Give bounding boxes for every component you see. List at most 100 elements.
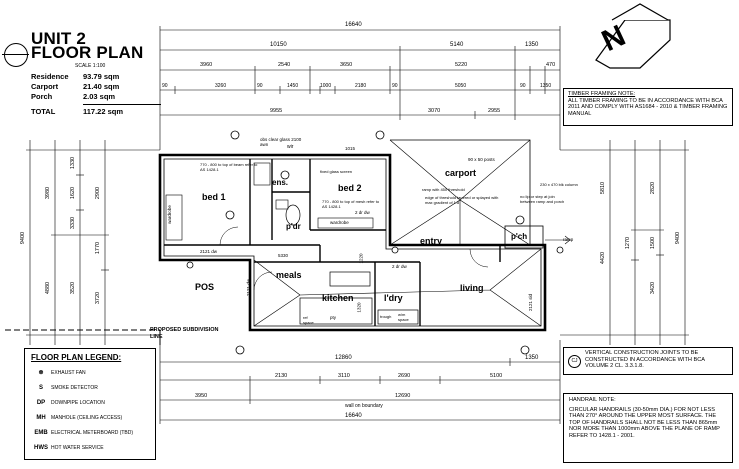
scale-label: SCALE 1:100: [75, 63, 106, 69]
dim-ticks-top: [159, 26, 561, 150]
note-threshold: ramp with 450 threshold: [422, 187, 465, 192]
note-ramp: ramp: [563, 237, 574, 242]
dim-r2-2: 3650: [340, 62, 353, 68]
cj-marker-1: [230, 130, 240, 140]
dim-right-0: 9400: [675, 231, 682, 245]
room-bed1: bed 1: [202, 192, 226, 202]
dim-bottom-2-0: 2130: [275, 373, 288, 379]
dim-r2-1: 2540: [278, 62, 291, 68]
note-dw2: 5330: [278, 253, 289, 258]
dim-ticks-left: [26, 149, 160, 336]
dim-top-total: 16640: [345, 22, 362, 28]
dim-right-2: 5810: [600, 181, 607, 195]
dp-marker-3: [391, 246, 399, 254]
door-swing-entry: [469, 248, 489, 268]
dim-right-5: 1500: [650, 236, 657, 250]
dim-r3-0: 90: [162, 83, 168, 89]
label-fridge: ref space: [303, 315, 314, 325]
legend-item-manhole: MH MANHOLE (CEILING ACCESS): [31, 410, 149, 425]
dim-left-6: 1770: [95, 241, 102, 255]
vcj-symbol: CJ: [568, 355, 581, 368]
note-column: 230 x 470 blk column: [540, 182, 578, 187]
legend-title: FLOOR PLAN LEGEND:: [31, 353, 122, 362]
room-pdr: p'dr: [286, 222, 301, 231]
note-dw5: 2 dr dw: [392, 264, 407, 269]
dim-bottom-2-3: 5100: [490, 373, 503, 379]
dim-left-3: 1620: [70, 186, 77, 200]
legend-item-smoke: S SMOKE DETECTOR: [31, 380, 149, 395]
plan-title: FLOOR PLAN: [31, 43, 144, 62]
north-circle-line: [2, 54, 29, 55]
room-kitchen: kitchen: [322, 293, 354, 303]
smoke-detector-icon: [225, 210, 235, 220]
dim-top-b: 5140: [450, 42, 464, 48]
downpipe-icon: DP: [36, 399, 46, 406]
laundry-bench-outline: [377, 309, 419, 325]
note-dw4: 2 dr dw: [355, 210, 370, 215]
label-wardrobe2: wardrobe: [330, 220, 349, 225]
exhaust-fan-icon: ⊗: [38, 370, 44, 376]
note-ramp-edge: edge of threshold tapered or splayed wit…: [425, 195, 499, 205]
label-wir: wir: [287, 144, 294, 150]
dim-right-3: 2820: [650, 181, 657, 195]
dim-r4-0: 9955: [270, 108, 283, 114]
handrail-note-box: HANDRAIL NOTE: CIRCULAR HANDRAILS (30-50…: [563, 393, 733, 463]
legend-item-hws: HWS HOT WATER SERVICE: [31, 440, 149, 455]
door-swing-bed1: [219, 226, 239, 246]
area-row-total: TOTAL 117.22 sqm: [31, 107, 124, 116]
dim-r3-3: 1450: [287, 83, 299, 89]
exhaust-fan-icon: [280, 170, 290, 180]
cj-marker-2: [375, 130, 385, 140]
legend-item-downpipe: DP DOWNPIPE LOCATION: [31, 395, 149, 410]
dim-left-7: 4880: [45, 281, 52, 295]
dim-r4-2: 2955: [488, 108, 501, 114]
note-dw3: 2121 dw: [246, 278, 252, 297]
carport-roof-hip: [389, 139, 531, 246]
cj-marker-4: [235, 345, 245, 355]
area-row-porch: Porch 2.03 sqm: [31, 92, 116, 101]
label-pty: pty: [330, 315, 337, 320]
timber-note-title: TIMBER FRAMING NOTE:: [568, 91, 636, 97]
vcj-note-box: CJ VERTICAL CONSTRUCTION JOINTS TO BE CO…: [563, 347, 733, 375]
note-screen2: 770 - 800 to top of mesh refer to AS 142…: [322, 199, 380, 209]
dim-left-2: 1330: [70, 156, 77, 170]
note-prop-line: PROPOSED SUBDIVISION LINE: [150, 327, 219, 340]
dim-bottom-2-2: 2690: [398, 373, 411, 379]
dim-r3-2: 90: [257, 83, 263, 89]
dim-r2-3: 5220: [455, 62, 468, 68]
legend-item-meterboard: EMB ELECTRICAL METERBOARD (TBD): [31, 425, 149, 440]
dim-ticks-bottom: [159, 340, 561, 424]
ens-shower-outline: [253, 162, 271, 186]
note-dw1: 2121 dw: [200, 249, 218, 254]
hot-water-icon: HWS: [34, 444, 48, 451]
room-entry: entry: [420, 236, 443, 246]
room-porch: p'ch: [511, 232, 528, 241]
dim-r2-4: 470: [546, 62, 556, 68]
area-schedule: Residence 93.79 sqm Carport 21.40 sqm Po…: [31, 72, 161, 116]
dim-r3-6: 90: [392, 83, 398, 89]
note-sliding-door: 2121 sld: [528, 293, 534, 312]
dp-marker-2: [556, 246, 564, 254]
timber-note-box: TIMBER FRAMING NOTE: ALL TIMBER FRAMING …: [563, 88, 733, 126]
room-ens: ens.: [272, 178, 289, 187]
dim-bottom-2-1: 3110: [338, 373, 350, 379]
note-dw6: 1220: [358, 253, 364, 264]
ramp-arrow: [545, 235, 571, 245]
legend-item-exhaust: ⊗ EXHAUST FAN: [31, 365, 149, 380]
dim-left-0: 9400: [20, 231, 27, 245]
room-pos: POS: [195, 282, 215, 292]
note-door-1015: 1015: [345, 146, 356, 151]
label-wardrobe1: wardrobe: [166, 205, 172, 224]
dim-r4-1: 3070: [428, 108, 441, 114]
door-swing-meals: [253, 271, 273, 291]
porch-outline: [504, 225, 544, 249]
area-row-residence: Residence 93.79 sqm: [31, 72, 120, 81]
internal-walls: [164, 159, 501, 326]
north-arrow-icon: [595, 3, 671, 69]
label-trough: trough: [380, 314, 392, 319]
area-divider: [83, 104, 161, 105]
wardrobe2-outline: [317, 217, 374, 229]
dim-r3-4: 1000: [320, 83, 332, 89]
dim-top-c: 1350: [525, 42, 539, 48]
room-bed2: bed 2: [338, 183, 362, 193]
